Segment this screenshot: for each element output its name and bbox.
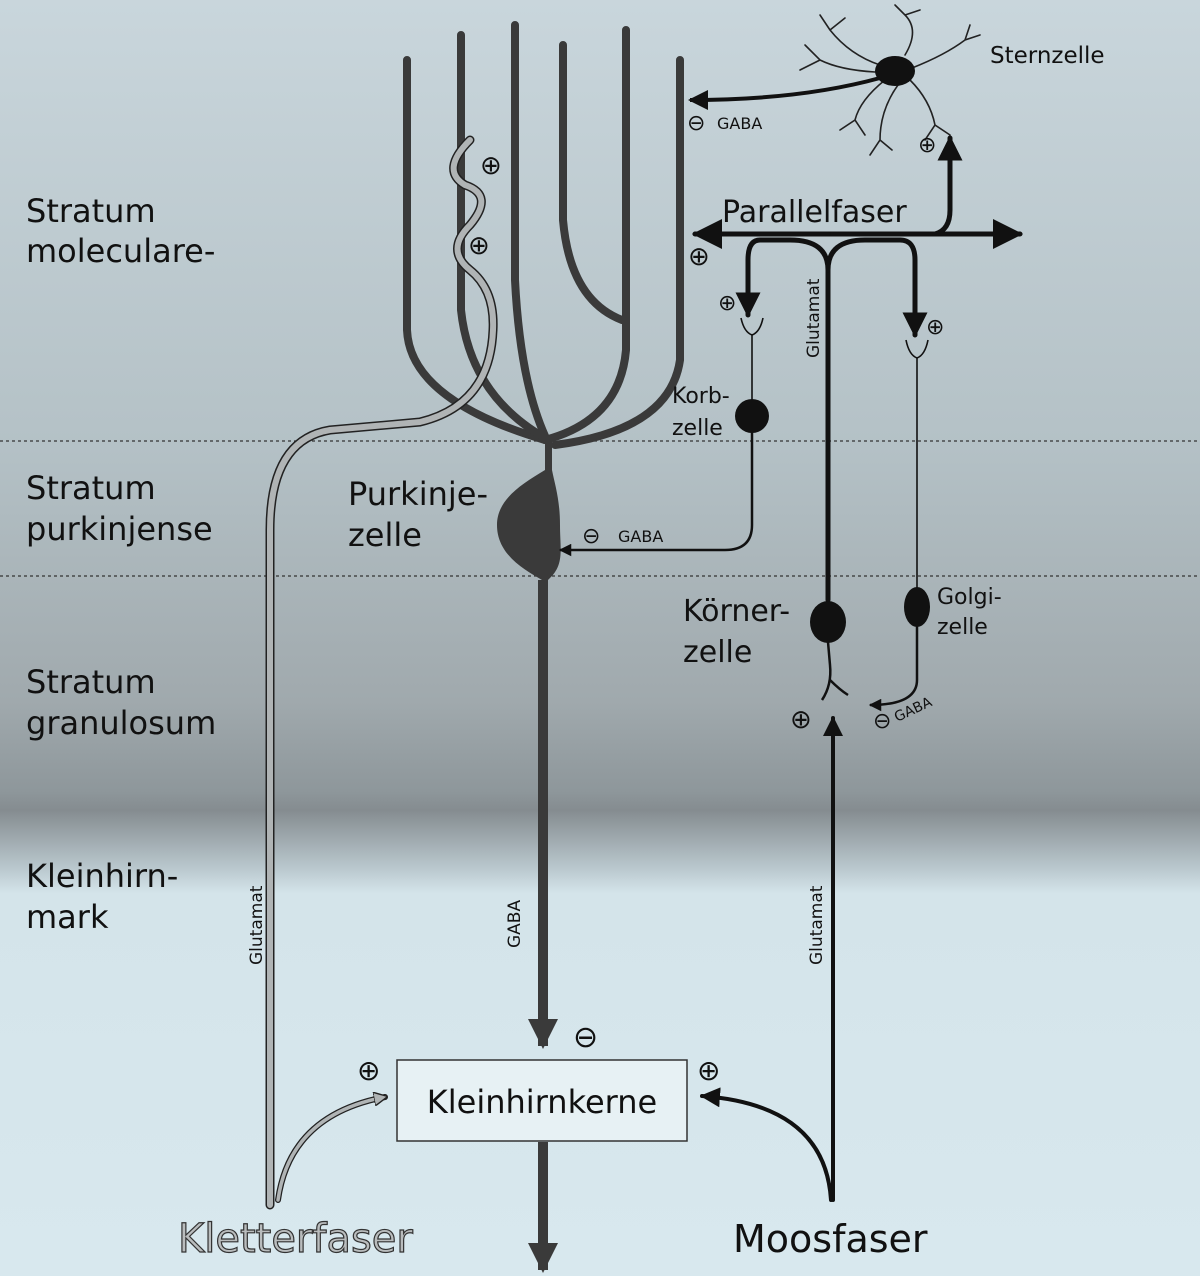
mossy-fiber <box>700 716 843 1202</box>
golgi-label-2: zelle <box>937 615 988 640</box>
basket-axon <box>558 432 754 557</box>
purkinje-gaba-label: GABA <box>505 900 525 948</box>
basket-cell-body <box>735 399 769 433</box>
basket-label-1: Korb- <box>672 384 730 409</box>
layer-label-medulla-2: mark <box>26 898 109 936</box>
mossy-glutamat-label: Glutamat <box>807 885 827 965</box>
purkinje-label-2: zelle <box>348 516 422 554</box>
purkinje-cell-body <box>497 438 561 580</box>
stellate-cell <box>799 4 981 156</box>
basket-minus-sign: ⊖ <box>582 524 600 549</box>
parallel-fiber <box>692 135 1023 603</box>
purkinje-minus-sign: ⊖ <box>573 1020 598 1055</box>
golgi-axon <box>868 625 919 712</box>
parallel-plus-sign: ⊕ <box>688 242 710 272</box>
granule-plus-sign: ⊕ <box>790 705 812 735</box>
climbing-fiber <box>265 135 498 1210</box>
granule-label-1: Körner- <box>683 594 790 629</box>
stellate-gaba-label: GABA <box>717 114 762 133</box>
climbing-plus-sign-1: ⊕ <box>480 151 502 181</box>
layer-label-purkinje-2: purkinjense <box>26 510 213 548</box>
layer-label-molecular-1: Stratum <box>26 192 156 230</box>
golgi-label-1: Golgi- <box>937 585 1002 610</box>
stellate-label: Sternzelle <box>990 43 1105 69</box>
layer-label-medulla-1: Kleinhirn- <box>26 857 178 895</box>
layer-label-molecular-2: moleculare- <box>26 232 215 270</box>
parallel-fiber-label: Parallelfaser <box>722 195 907 230</box>
basket-plus-sign: ⊕ <box>718 291 736 316</box>
layer-label-purkinje-1: Stratum <box>26 469 156 507</box>
granule-label-2: zelle <box>683 635 752 670</box>
layer-label-granular-1: Stratum <box>26 663 156 701</box>
stellate-axon <box>688 76 881 110</box>
climbing-fiber-label: Kletterfaser <box>178 1216 413 1262</box>
stellate-plus-sign: ⊕ <box>918 133 936 158</box>
layer-label-granular-2: granulosum <box>26 704 216 742</box>
climbing-plus-sign-nuclei: ⊕ <box>357 1054 380 1087</box>
granule-cell-body <box>810 601 846 643</box>
golgi-minus-sign: ⊖ <box>873 709 891 734</box>
climbing-glutamat-label: Glutamat <box>247 885 267 965</box>
golgi-cell-body <box>904 587 930 627</box>
golgi-plus-sign: ⊕ <box>926 315 944 340</box>
purkinje-dendrites <box>403 21 684 449</box>
purkinje-label-1: Purkinje- <box>348 475 488 513</box>
nuclei-box <box>396 1059 688 1142</box>
mossy-fiber-label: Moosfaser <box>733 1217 928 1261</box>
granule-dendrites <box>820 641 849 701</box>
climbing-plus-sign-2: ⊕ <box>468 231 490 261</box>
stellate-minus-sign: ⊖ <box>687 111 705 136</box>
mossy-plus-sign-nuclei: ⊕ <box>697 1054 720 1087</box>
basket-label-2: zelle <box>672 416 723 441</box>
basket-gaba-label: GABA <box>618 527 663 546</box>
nuclei-label: Kleinhirnkerne <box>427 1083 657 1121</box>
parallel-glutamat-label: Glutamat <box>804 278 824 358</box>
stellate-cell-body <box>875 56 915 86</box>
